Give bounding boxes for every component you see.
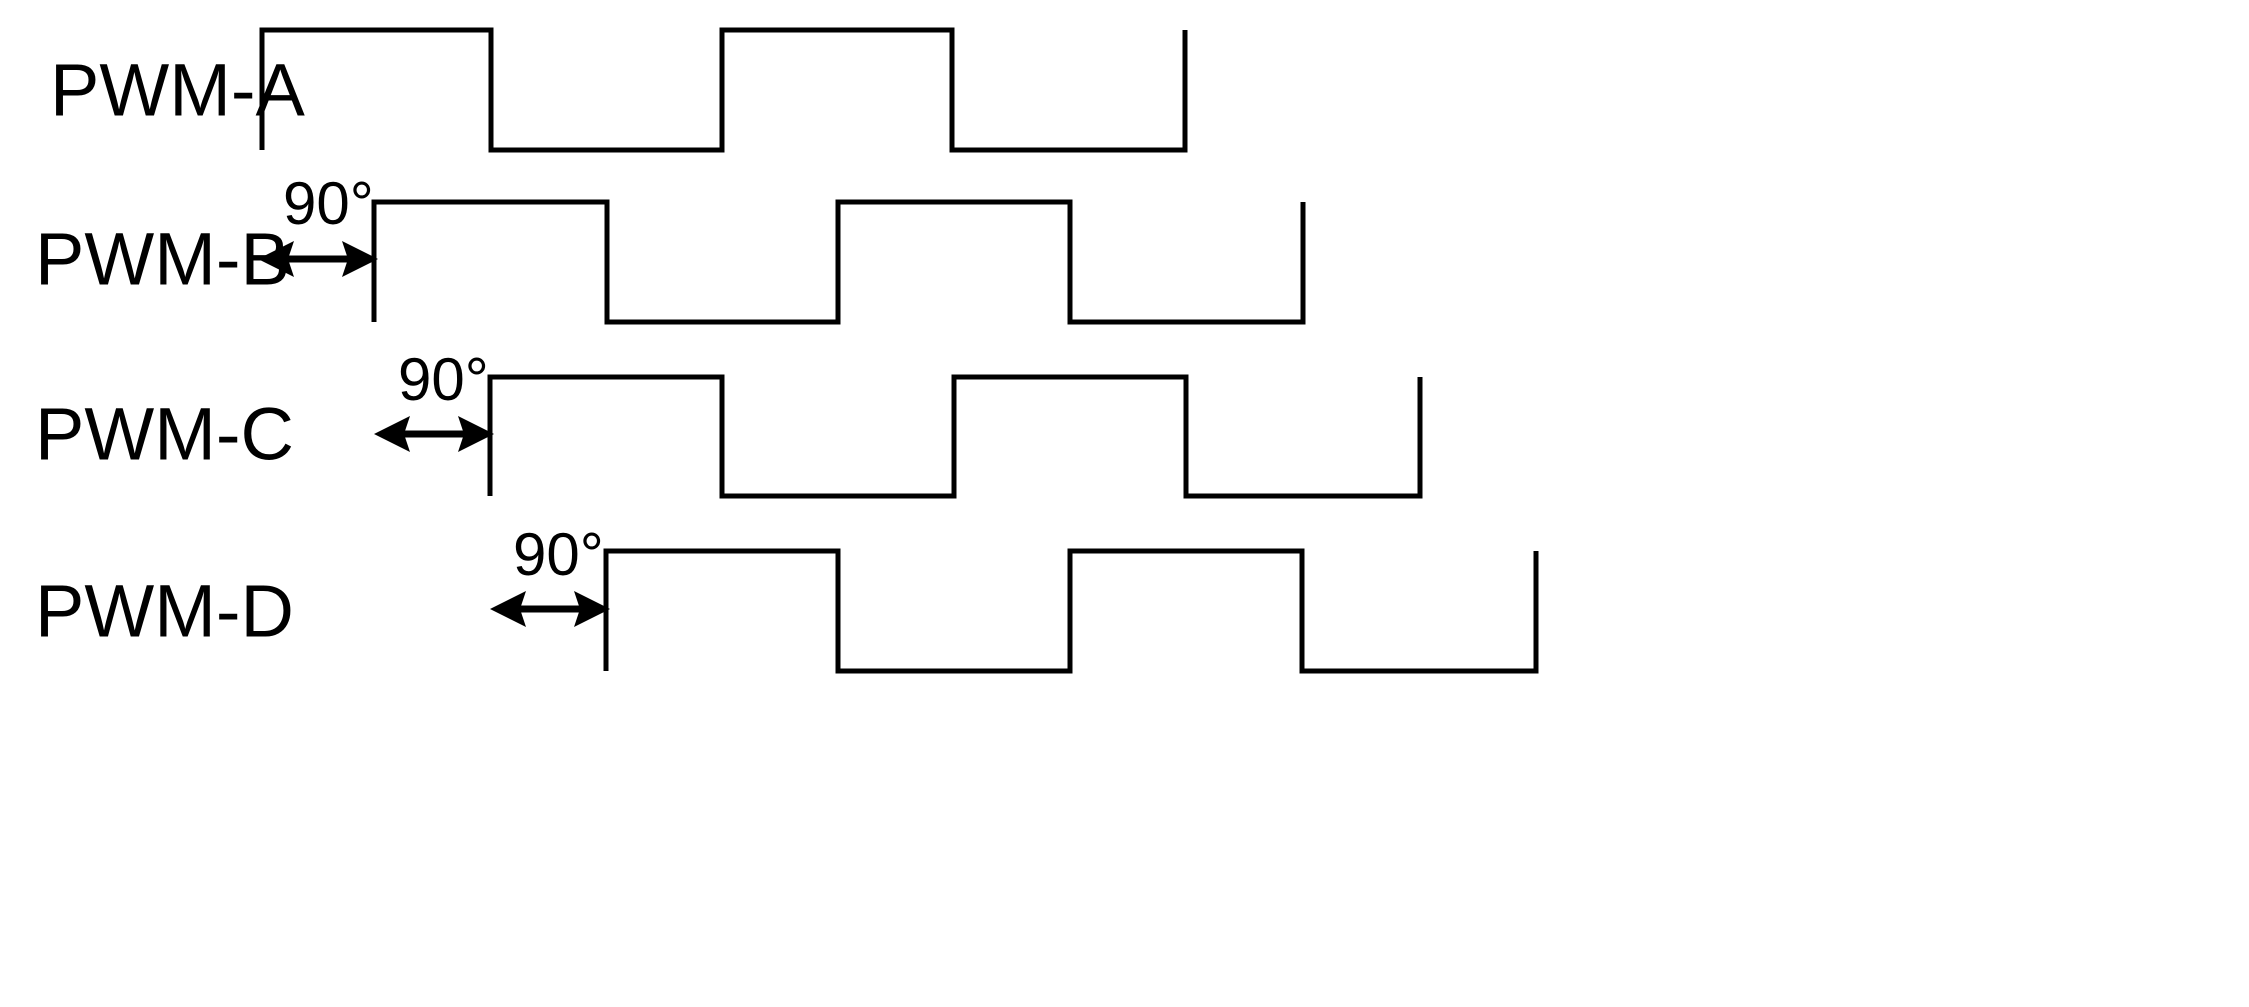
phase-shift-label-pwm-b: 90° — [283, 170, 374, 237]
signal-label-pwm-a: PWM-A — [50, 49, 305, 132]
arrow-head-left-icon — [490, 591, 526, 627]
waveform-pwm-c — [487, 374, 1423, 499]
arrow-head-left-icon — [258, 241, 294, 277]
arrow-head-right-icon — [458, 416, 494, 452]
arrow-head-right-icon — [342, 241, 378, 277]
arrow-head-right-icon — [574, 591, 610, 627]
signal-label-pwm-d: PWM-D — [35, 570, 294, 653]
phase-shift-label-pwm-c: 90° — [398, 346, 489, 413]
phase-shift-arrow-pwm-c — [374, 416, 494, 452]
waveform-pwm-d — [603, 548, 1539, 674]
signal-row-pwm-b: PWM-B 90° — [35, 170, 1306, 325]
signal-row-pwm-d: PWM-D 90° — [35, 521, 1539, 674]
signal-row-pwm-c: PWM-C 90° — [35, 346, 1423, 499]
signal-row-pwm-a: PWM-A — [50, 27, 1188, 153]
arrow-head-left-icon — [374, 416, 410, 452]
signal-label-pwm-b: PWM-B — [35, 218, 290, 301]
phase-shift-arrow-pwm-d — [490, 591, 610, 627]
waveform-pwm-a — [259, 27, 1188, 153]
phase-shift-arrow-pwm-b — [258, 241, 378, 277]
phase-shift-label-pwm-d: 90° — [513, 521, 604, 588]
waveform-pwm-b — [371, 199, 1306, 325]
signal-label-pwm-c: PWM-C — [35, 393, 294, 476]
